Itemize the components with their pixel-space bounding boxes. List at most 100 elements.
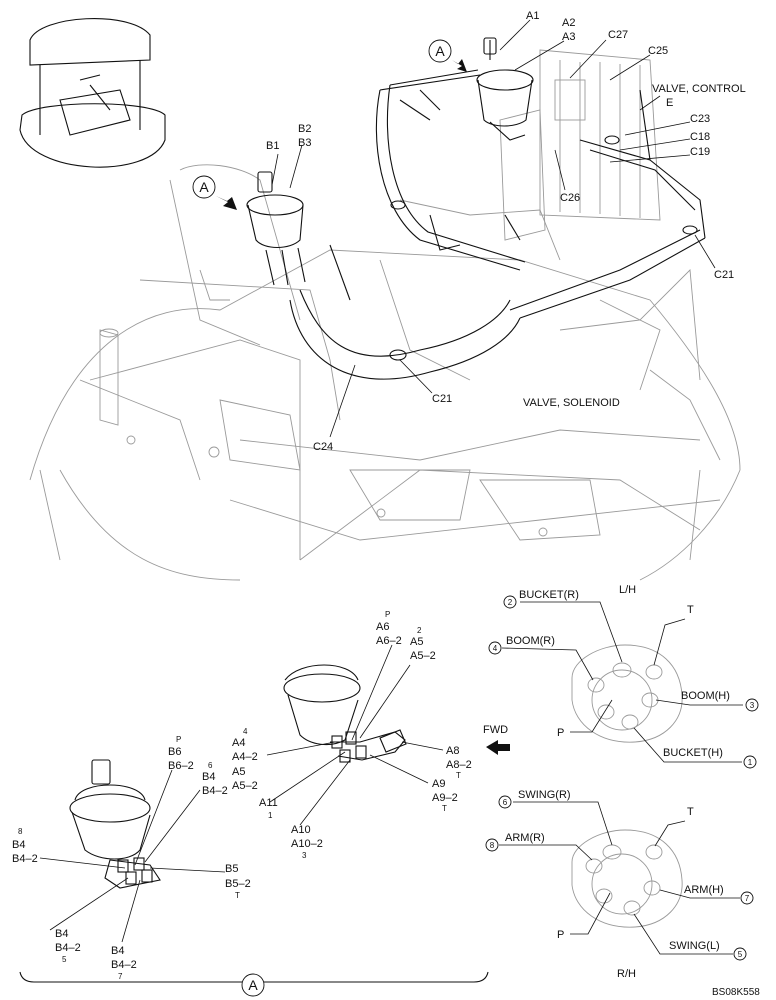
svg-text:B4–2: B4–2 [111,959,137,971]
svg-text:P: P [557,727,564,739]
svg-text:A: A [248,977,258,993]
left-labels: P B6 B6–2 6 B4 B4–2 8 B4 B4–2 B5 B5–2 T … [12,735,251,981]
svg-text:A9: A9 [432,778,445,790]
svg-text:B5–2: B5–2 [225,878,251,890]
svg-text:A9–2: A9–2 [432,792,458,804]
callout-a-top-right: A [428,39,467,72]
svg-text:A5–2: A5–2 [410,650,436,662]
svg-text:1: 1 [268,811,273,820]
svg-text:B4: B4 [202,771,215,783]
svg-text:C23: C23 [690,113,710,125]
svg-text:2: 2 [508,598,513,607]
top-leaders [271,19,716,438]
svg-text:C19: C19 [690,146,710,158]
svg-text:6: 6 [208,761,213,770]
svg-text:A4–2: A4–2 [232,751,258,763]
figure-code: BS08K558 [712,987,760,998]
svg-text:A8–2: A8–2 [446,759,472,771]
fwd-arrow: FWD [483,724,510,755]
svg-text:VALVE, CONTROL: VALVE, CONTROL [652,83,746,95]
joystick-left-top [246,171,306,286]
svg-text:A6–2: A6–2 [376,635,402,647]
svg-text:A8: A8 [446,745,459,757]
top-labels: A1 A2 A3 C27 C25 VALVE, CONTROL E C23 C1… [266,10,746,453]
svg-text:B4: B4 [55,928,68,940]
machine-thumbnail [19,18,166,168]
joystick-right-top [476,37,534,141]
svg-text:C18: C18 [690,131,710,143]
svg-text:3: 3 [302,851,307,860]
callout-a-top-left: A [192,175,237,210]
rh-port-layout: 6 SWING(R) T 8 ARM(R) ARM(H) 7 P SWING(L… [485,789,754,980]
lh-port-layout: L/H 2 BUCKET(R) T 4 BOOM(R) BOOM(H) 3 P … [488,584,759,769]
svg-text:1: 1 [748,758,753,767]
svg-text:T: T [235,891,240,900]
svg-text:C27: C27 [608,29,628,41]
svg-text:7: 7 [745,894,750,903]
svg-text:B6–2: B6–2 [168,760,194,772]
detail-joystick-right [283,664,407,763]
svg-text:T: T [687,604,694,616]
svg-text:3: 3 [750,701,755,710]
svg-text:4: 4 [493,644,498,653]
svg-text:4: 4 [243,727,248,736]
svg-text:5: 5 [738,950,743,959]
svg-text:B2: B2 [298,123,311,135]
detail-joystick-left [69,759,161,889]
svg-text:C24: C24 [313,441,333,453]
right-leaders [266,644,444,826]
svg-text:VALVE, SOLENOID: VALVE, SOLENOID [523,397,620,409]
svg-text:T: T [687,806,694,818]
svg-text:T: T [456,771,461,780]
svg-text:B4–2: B4–2 [202,785,228,797]
svg-text:T: T [442,804,447,813]
svg-text:8: 8 [490,841,495,850]
svg-text:BOOM(R): BOOM(R) [506,635,555,647]
svg-text:C26: C26 [560,192,580,204]
svg-text:A3: A3 [562,31,575,43]
svg-text:A5: A5 [410,636,423,648]
svg-text:ARM(R): ARM(R) [505,832,545,844]
svg-text:A1: A1 [526,10,539,22]
svg-text:7: 7 [118,972,123,981]
svg-text:A11: A11 [259,797,278,809]
svg-text:A10: A10 [291,824,311,836]
svg-text:P: P [557,929,564,941]
left-leaders [39,769,226,943]
detail-brace: A [19,971,489,997]
svg-text:B5: B5 [225,863,238,875]
svg-text:SWING(L): SWING(L) [669,940,720,952]
svg-text:C21: C21 [432,393,452,405]
svg-text:A5: A5 [232,766,245,778]
svg-text:C25: C25 [648,45,668,57]
svg-text:BUCKET(H): BUCKET(H) [663,747,723,759]
svg-text:C21: C21 [714,269,734,281]
svg-text:L/H: L/H [619,584,636,596]
svg-text:BUCKET(R): BUCKET(R) [519,589,579,601]
wire-harness [289,69,706,380]
svg-text:B4: B4 [111,945,124,957]
svg-text:A6: A6 [376,621,389,633]
svg-text:A10–2: A10–2 [291,838,323,850]
svg-text:BOOM(H): BOOM(H) [681,690,730,702]
svg-text:B6: B6 [168,746,181,758]
svg-text:B4: B4 [12,839,25,851]
svg-text:A5–2: A5–2 [232,780,258,792]
svg-text:B4–2: B4–2 [12,853,38,865]
svg-text:5: 5 [62,955,67,964]
svg-text:SWING(R): SWING(R) [518,789,571,801]
svg-text:ARM(H): ARM(H) [684,884,724,896]
svg-text:B1: B1 [266,140,279,152]
svg-text:A2: A2 [562,17,575,29]
svg-text:8: 8 [18,827,23,836]
svg-text:P: P [385,610,390,619]
svg-text:2: 2 [417,626,422,635]
control-valve [499,49,661,241]
svg-text:6: 6 [503,798,508,807]
svg-text:B3: B3 [298,137,311,149]
svg-text:R/H: R/H [617,968,636,980]
svg-text:A4: A4 [232,737,245,749]
svg-text:P: P [176,735,181,744]
machine-frame [29,164,741,581]
